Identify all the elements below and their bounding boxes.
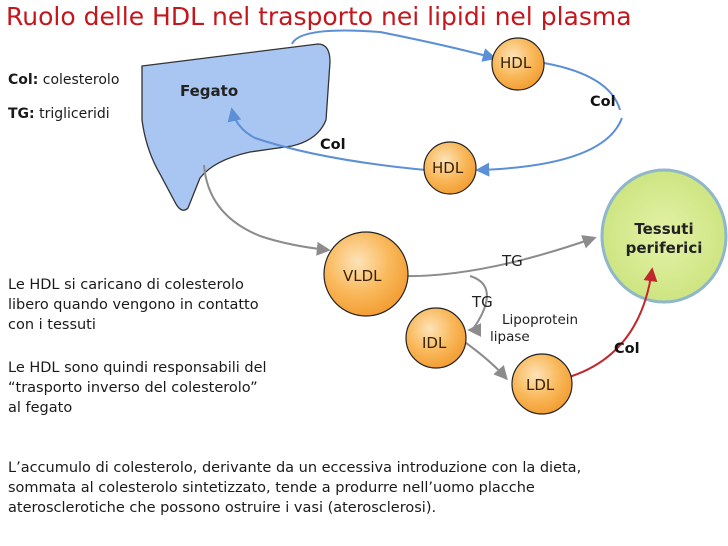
arrow-ldl-to-tissue [565,267,658,379]
paragraph2-line: “trasporto inverso del colesterolo” [8,380,258,396]
arrow-liver-to-hdl-top [291,29,497,62]
tissues-label-line1: Tessuti [634,220,694,238]
paragraph1-line: Le HDL si caricano di colesterolo [8,277,244,293]
ldl-label: LDL [526,376,555,394]
legend-tg-key: TG: [8,106,35,122]
col-label-ldl: Col [614,341,640,357]
paragraph1-line: con i tessuti [8,317,96,333]
idl-node [405,307,467,369]
page-title: Ruolo delle HDL nel trasporto nei lipidi… [6,2,632,31]
arrow-tissue-to-hdl-mid [475,117,623,177]
paragraph-hdl-loading: Le HDL si caricano di colesterolo libero… [8,275,259,335]
paragraph2-line: Le HDL sono quindi responsabili del [8,360,267,376]
col-label-mid: Col [320,137,346,153]
vldl-label: VLDL [343,267,382,285]
arrow-idl-to-ldl [461,339,508,381]
col-label-right: Col [590,94,616,110]
paragraph2-line: al fegato [8,400,73,416]
legend-col-key: Col: [8,72,39,88]
hdl-mid-label: HDL [432,159,464,177]
ldl-node [511,353,573,415]
idl-label: IDL [422,334,447,352]
bottom-line: L’accumulo di colesterolo, derivante da … [8,460,582,476]
legend-col-value: colesterolo [42,72,120,88]
bottom-line: aterosclerotiche che possono ostruire i … [8,500,437,516]
tg-label-idl: TG [472,293,493,311]
legend-tg: TG: trigliceridi [8,106,110,122]
arrow-hdl-mid-to-liver [227,107,427,171]
enzyme-label-line2: lipase [490,329,530,345]
tg-label-vldl: TG [502,252,523,270]
legend-col: Col: colesterolo [8,72,119,88]
tissues-label: Tessuti periferici [616,220,712,258]
paragraph-reverse-transport: Le HDL sono quindi responsabili del “tra… [8,358,267,418]
bottom-line: sommata al colesterolo sintetizzato, ten… [8,480,535,496]
arrow-hdl-top-to-tissue [543,62,621,111]
legend-tg-value: trigliceridi [39,106,110,122]
liver-label: Fegato [180,82,239,100]
arrow-liver-to-vldl [203,164,331,256]
enzyme-label: Lipoprotein lipase [490,312,578,346]
arrow-vldl-to-tissue [399,235,597,278]
hdl-mid-node [423,141,477,195]
tissues-label-line2: periferici [625,239,703,257]
bottom-paragraph: L’accumulo di colesterolo, derivante da … [8,458,581,518]
peripheral-tissue-shape [600,168,728,304]
enzyme-label-line1: Lipoprotein [502,312,579,328]
vldl-node [323,231,409,317]
liver-shape [141,43,331,211]
paragraph1-line: libero quando vengono in contatto [8,297,259,313]
hdl-top-node [491,37,545,91]
hdl-top-label: HDL [500,54,532,72]
arrow-tg-branch [467,275,488,337]
